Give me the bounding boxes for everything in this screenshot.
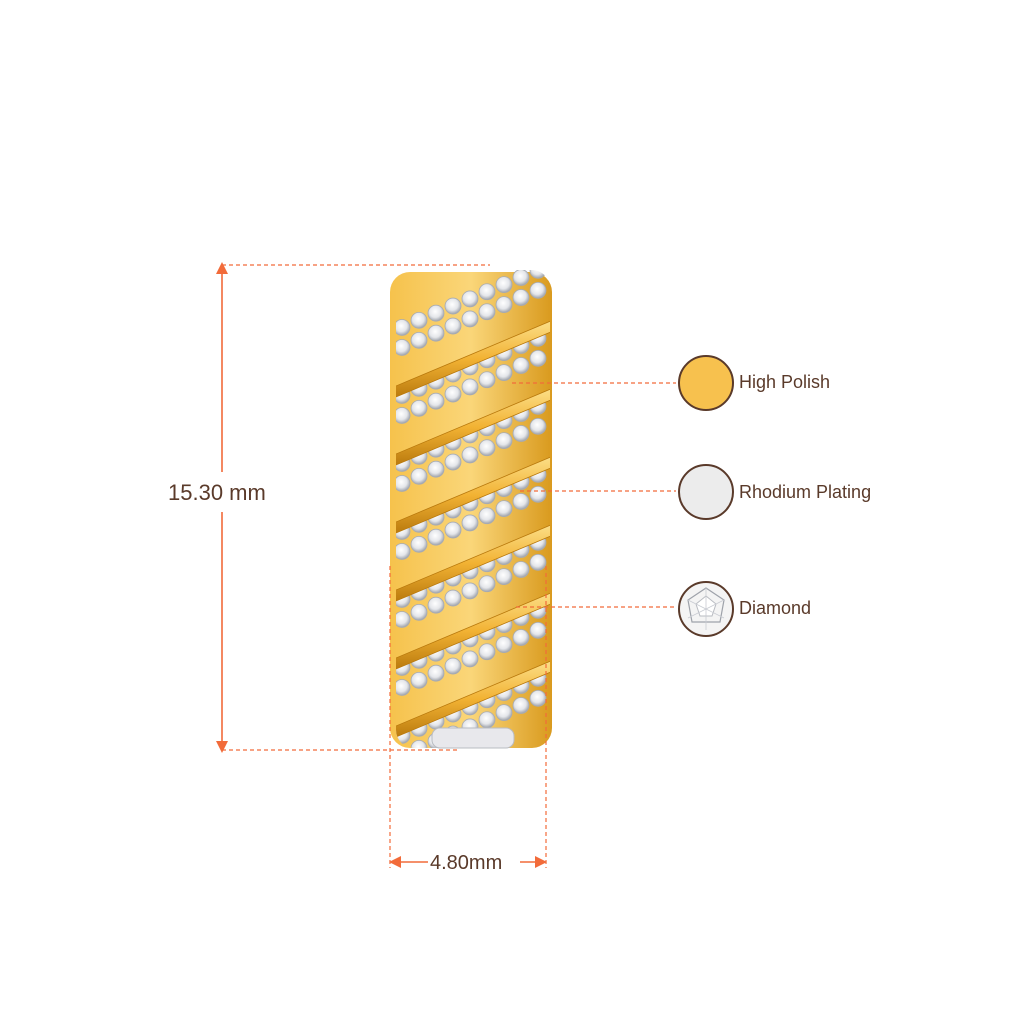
legend-label-rhodium-plating: Rhodium Plating	[739, 482, 872, 502]
diamond-stone	[529, 689, 547, 707]
diamond-stone	[396, 679, 411, 696]
diamond-stone	[427, 596, 445, 614]
diamond-stone	[461, 378, 479, 396]
gold-bar	[396, 319, 550, 400]
diamond-stone	[529, 621, 547, 639]
legend-label-high-polish: High Polish	[739, 372, 831, 392]
diamond-stone	[396, 475, 411, 492]
diamond-stone	[396, 319, 411, 336]
diamond-stone	[529, 553, 547, 571]
diamond-stone	[478, 283, 496, 301]
diamond-stone	[478, 371, 496, 389]
diamond-stone	[495, 432, 513, 450]
gold-bars	[396, 319, 550, 740]
legend-leaders	[512, 382, 676, 608]
diamond-stone	[478, 643, 496, 661]
diamond-stone	[495, 704, 513, 722]
diamond-stone	[444, 297, 462, 315]
diamond-stone	[396, 543, 411, 560]
legend-swatches	[678, 355, 734, 637]
gold-bar	[396, 659, 550, 740]
diamond-stone	[410, 467, 428, 485]
diamond-stone	[410, 311, 428, 329]
diamond-stone	[529, 349, 547, 367]
diamond-stone	[461, 650, 479, 668]
diamond-stone	[461, 310, 479, 328]
diamond-stone	[444, 385, 462, 403]
diamond-stone	[512, 357, 530, 374]
diamond-stone	[396, 611, 411, 628]
diamond-stone	[478, 303, 496, 321]
diamond-stone	[461, 582, 479, 600]
diamond-stone	[396, 407, 411, 424]
rhodium-swatch-icon	[678, 464, 734, 520]
diamond-stone	[410, 399, 428, 417]
diamond-stone	[427, 460, 445, 478]
diamond-stone	[410, 671, 428, 689]
diamond-stone	[478, 439, 496, 457]
diamond-stone	[444, 317, 462, 335]
diamond-stone	[512, 561, 530, 578]
diamond-stone	[512, 493, 530, 510]
height-dimension	[216, 262, 490, 753]
width-dimension	[389, 566, 547, 868]
diamond-stone	[495, 500, 513, 518]
bottom-stone-row	[431, 727, 515, 749]
diamond-stone	[512, 270, 530, 286]
width-label: 4.80mm	[428, 852, 505, 875]
diamond-stone	[495, 276, 513, 294]
diamond-stone	[444, 521, 462, 539]
diamond-stone	[410, 739, 428, 748]
diamond-stone	[461, 290, 479, 308]
diamond-stone	[444, 589, 462, 607]
diamond-stone	[410, 535, 428, 553]
diamond-stone	[512, 425, 530, 442]
diamond-stone	[427, 392, 445, 410]
earring-image	[390, 270, 552, 749]
diamond-stone	[512, 289, 530, 306]
diamond-stone	[512, 697, 530, 714]
diamond-stone	[461, 514, 479, 532]
gold-swatch-icon	[678, 355, 734, 411]
diamond-stone	[495, 364, 513, 382]
gold-bar	[396, 591, 550, 672]
diamond-stone	[529, 417, 547, 435]
diamond-stone	[478, 507, 496, 525]
diamond-stone	[495, 568, 513, 586]
diamond-stone	[427, 304, 445, 322]
diamond-stone	[529, 281, 547, 299]
diamond-swatch-icon	[678, 581, 734, 637]
gold-bar	[396, 523, 550, 604]
diamond-stone	[427, 324, 445, 342]
gold-bar	[396, 455, 550, 536]
gold-bar	[396, 387, 550, 468]
diamond-stone	[461, 446, 479, 464]
diamond-stone	[427, 664, 445, 682]
height-label: 15.30 mm	[168, 480, 266, 505]
diamond-stone	[478, 575, 496, 593]
diamond-stone	[410, 603, 428, 621]
diamond-stone	[529, 485, 547, 503]
diamond-stone	[410, 331, 428, 349]
diamond-stone	[495, 296, 513, 314]
diamond-stone	[495, 636, 513, 654]
legend-label-diamond: Diamond	[739, 598, 812, 618]
diamond-stone	[478, 711, 496, 729]
diamond-stone	[444, 657, 462, 675]
diamond-stone	[396, 339, 411, 356]
diamond-stone	[444, 453, 462, 471]
diamond-stone	[529, 270, 547, 279]
diamond-stone	[512, 629, 530, 646]
diamond-stone	[427, 528, 445, 546]
